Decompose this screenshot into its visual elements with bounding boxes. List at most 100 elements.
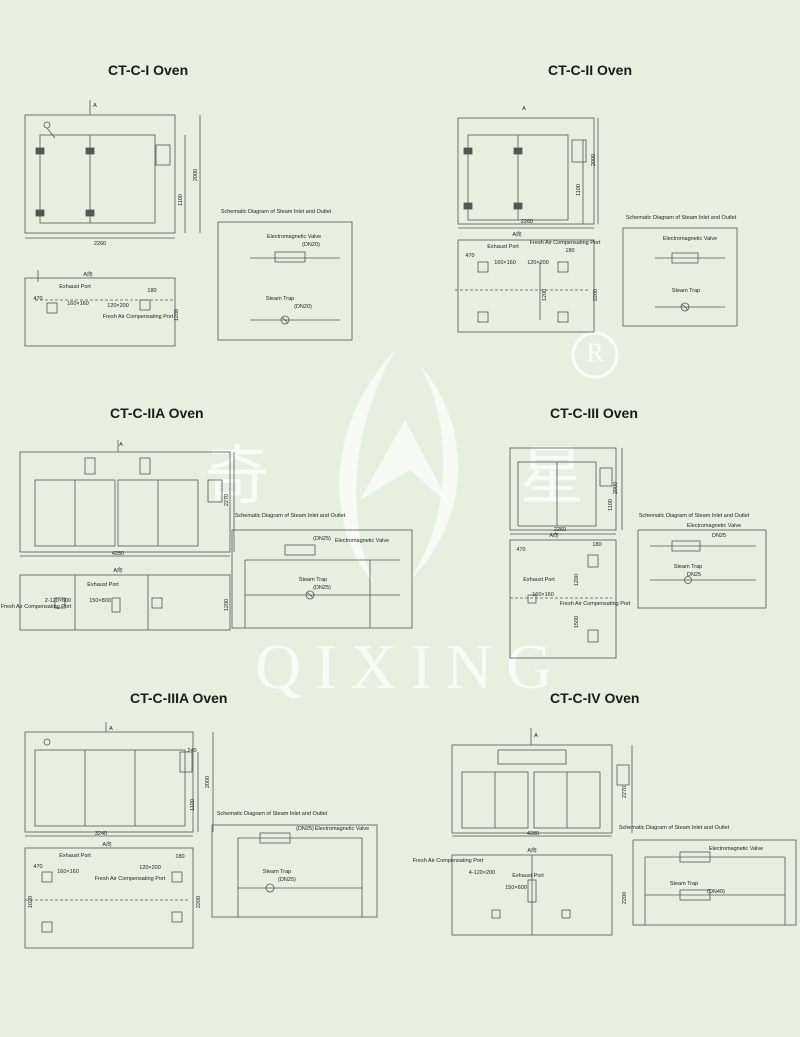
oven-ct-c-ii-top [455, 239, 595, 333]
c3-dim-470: 470 [516, 547, 525, 553]
c3a-width: 3240 [95, 831, 107, 837]
c2a-schematic-title: Schematic Diagram of Steam Inlet and Out… [235, 513, 346, 519]
c2-section-label: A [522, 106, 526, 112]
c1-side-h: 1200 [174, 309, 180, 321]
oven-ct-c-iiia-front [24, 722, 214, 837]
oven-title-ct-c-iiia: CT-C-IIIA Oven [130, 690, 228, 706]
c1-schematic-box [217, 221, 353, 341]
c2-trap: Steam Trap [672, 288, 700, 294]
c1-port2: 120×200 [107, 303, 129, 309]
oven-ct-c-iv-top [451, 854, 613, 936]
oven-ct-c-iiia-top [24, 847, 194, 949]
c1-width: 2260 [94, 241, 106, 247]
c3-exhaust: Exhaust Port [523, 577, 555, 583]
c2-valve: Electromagnetic Valve [663, 236, 717, 242]
c3a-exhaust: Exhaust Port [59, 853, 91, 859]
c3-valve: Electromagnetic Valve [687, 523, 741, 529]
c3a-schematic-box [211, 824, 378, 918]
c3a-dn25b: (DN25) [278, 877, 296, 883]
c4-port2: 150×600 [505, 885, 527, 891]
c1-section-view: A向 [83, 270, 92, 278]
c2-fresh: Fresh Air Compensating Port [530, 240, 601, 246]
c4-width: 4280 [527, 831, 539, 837]
c2a-side-h: 1200 [224, 599, 230, 611]
c4-trap: Steam Trap [670, 881, 698, 887]
oven-ct-c-i-front [24, 100, 201, 239]
c3-dim-180: 180 [592, 542, 601, 548]
watermark-brand: QIXING [255, 631, 567, 702]
c1-h2: 2000 [193, 169, 199, 181]
oven-ct-c-i-top [24, 270, 176, 347]
c3a-dim-180: 180 [175, 854, 184, 860]
c4-side-h: 2200 [622, 892, 628, 904]
c2a-section-label: A [119, 442, 123, 448]
oven-title-ct-c-iv: CT-C-IV Oven [550, 690, 640, 706]
c1-dim-470: 470 [33, 296, 42, 302]
c1-port1: 160×160 [67, 301, 89, 307]
c4-section-label: A [534, 733, 538, 739]
oven-title-ct-c-iia: CT-C-IIA Oven [110, 405, 204, 421]
c3-port1: 160×160 [532, 592, 554, 598]
c1-h1: 1100 [178, 194, 184, 206]
c2-width: 2260 [521, 219, 533, 225]
oven-ct-c-ii-front [457, 117, 599, 229]
c2-section-view: A向 [512, 230, 521, 238]
c4-port1: 4-120×200 [469, 870, 495, 876]
c1-valve: Electromagnetic Valve [267, 234, 321, 240]
c2-depth: 1200 [542, 289, 548, 301]
c2-exhaust: Exhaust Port [487, 244, 519, 250]
c2a-fresh: Fresh Air Compensating Port [1, 604, 72, 610]
c3-dn25b: DN25 [687, 572, 701, 578]
watermark-cjk-right: 星 [520, 440, 584, 514]
c3a-depth: 1020 [28, 896, 34, 908]
c3a-trap: Steam Trap [263, 869, 291, 875]
c3-fresh: Fresh Air Compensating Port [560, 601, 631, 607]
c2-h2: 2000 [591, 154, 597, 166]
c3-d2: 1500 [574, 616, 580, 628]
oven-ct-c-iii-top [509, 539, 617, 659]
c1-schematic-title: Schematic Diagram of Steam Inlet and Out… [221, 209, 332, 215]
c2-schematic-box [622, 227, 738, 327]
c2-port1: 160×160 [494, 260, 516, 266]
c3a-section-view: A向 [102, 840, 111, 848]
c3-trap: Steam Trap [674, 564, 702, 570]
c1-fresh: Fresh Air Compensating Port [103, 314, 174, 320]
c2a-dn25a: (DN25) [313, 536, 331, 542]
c4-valve: Electromagnetic Valve [709, 846, 763, 852]
c2a-width: 4280 [112, 551, 124, 557]
c4-schematic-box [632, 839, 797, 926]
c2a-dn25b: (DN25) [313, 585, 331, 591]
c1-section-label: A [93, 103, 97, 109]
c3a-fresh: Fresh Air Compensating Port [95, 876, 166, 882]
c1-dim-180: 180 [147, 288, 156, 294]
oven-ct-c-iv-front [451, 728, 633, 837]
c3a-dn25a: (DN25) [296, 826, 314, 832]
c4-exhaust: Exhaust Port [512, 873, 544, 879]
c3-d1: 1200 [574, 574, 580, 586]
oven-title-ct-c-ii: CT-C-II Oven [548, 62, 633, 78]
c3a-h2: 2000 [205, 776, 211, 788]
c3-h2: 2000 [613, 482, 619, 494]
c2a-schematic-box [231, 529, 413, 629]
c2-dim-470: 470 [465, 253, 474, 259]
c4-h2: 2270 [622, 786, 628, 798]
c3-dn25a: DN25 [712, 533, 726, 539]
c2a-trap: Steam Trap [299, 577, 327, 583]
c3a-schematic-title: Schematic Diagram of Steam Inlet and Out… [217, 811, 328, 817]
c2a-exhaust: Exhaust Port [87, 582, 119, 588]
c3-width: 2260 [554, 527, 566, 533]
c2-schematic-title: Schematic Diagram of Steam Inlet and Out… [626, 215, 737, 221]
oven-title-ct-c-iii: CT-C-III Oven [550, 405, 638, 421]
c3-schematic-title: Schematic Diagram of Steam Inlet and Out… [639, 513, 750, 519]
oven-ct-c-iii-front [509, 447, 623, 535]
oven-title-ct-c-i: CT-C-I Oven [108, 62, 189, 78]
c2a-h2: 2270 [224, 494, 230, 506]
registered-mark: R [586, 338, 604, 367]
c3-schematic-box [637, 529, 767, 609]
c2a-port1: 2-120×600 [45, 598, 71, 604]
c3a-h1: 1100 [190, 799, 196, 811]
c4-section-view: A向 [527, 846, 536, 854]
c1-dn20a: (DN20) [302, 242, 320, 248]
c3a-side-h: 2200 [196, 896, 202, 908]
